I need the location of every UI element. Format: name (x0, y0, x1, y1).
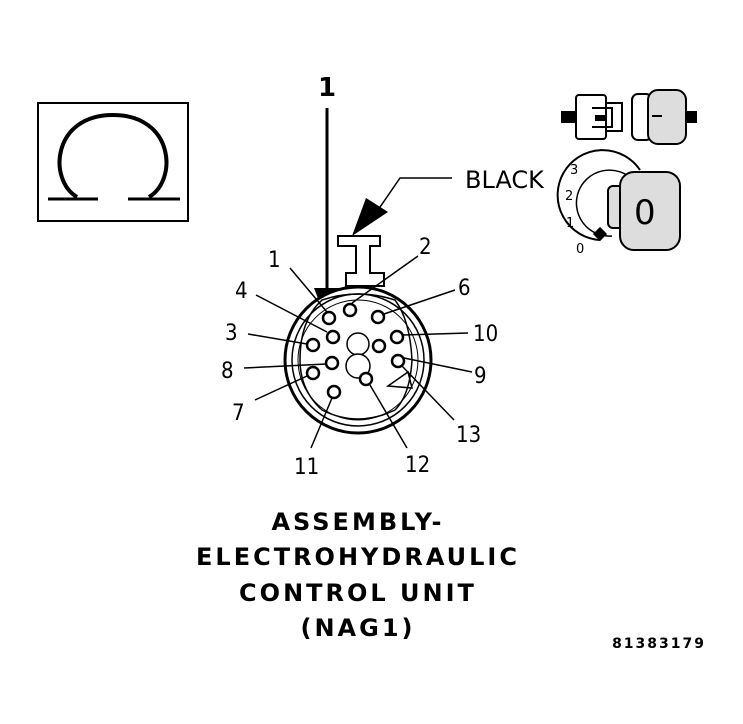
pin-cavity-8 (324, 355, 340, 371)
pin-cavity-1 (321, 310, 337, 326)
pin-labels: 1 2 3 4 6 7 8 9 10 11 12 13 (221, 235, 498, 480)
pin-label-12: 12 (405, 453, 430, 478)
pin-cavity-12 (358, 371, 374, 387)
pin-label-9: 9 (474, 364, 487, 389)
title-line-2: ELECTROHYDRAULIC (196, 543, 520, 571)
title-line-1: ASSEMBLY- (271, 508, 444, 536)
ignition-switch-off-icon: 0 3 2 1 0 (556, 149, 681, 257)
pin-label-1: 1 (268, 248, 281, 273)
connector-color-label: BLACK (465, 166, 545, 194)
pin-cavity-10 (389, 329, 405, 345)
pin-label-7: 7 (232, 401, 245, 426)
pin-cavity-5 (371, 338, 387, 354)
pin-label-11: 11 (294, 455, 319, 480)
ohmmeter-omega-icon (37, 102, 189, 222)
pin-cavity-4 (325, 329, 341, 345)
pin-cavities (305, 302, 406, 400)
ignition-position-0: 0 (576, 242, 584, 257)
ignition-position-1: 1 (566, 216, 574, 231)
pin-label-10: 10 (473, 322, 498, 347)
figure-id: 81383179 (612, 636, 706, 652)
title-line-3: CONTROL UNIT (239, 579, 477, 607)
diagram-title: ASSEMBLY- ELECTROHYDRAULIC CONTROL UNIT … (196, 508, 520, 642)
pin-label-3: 3 (225, 321, 238, 346)
callout-1: 1 (314, 73, 340, 322)
pin-leader-lines (243, 255, 473, 449)
pin-label-13: 13 (456, 423, 481, 448)
pin-cavity-6 (370, 309, 386, 325)
ignition-position-3: 3 (570, 163, 578, 178)
pin-cavity-2 (342, 302, 358, 318)
pin-label-8: 8 (221, 359, 234, 384)
pin-cavity-11 (326, 384, 342, 400)
pin-label-6: 6 (458, 276, 471, 301)
callout-1-label: 1 (318, 73, 336, 103)
ignition-position-2: 2 (565, 189, 573, 204)
pin-label-2: 2 (419, 235, 432, 260)
pin-cavity-9 (390, 353, 406, 369)
key-position-mark: 0 (634, 193, 656, 233)
connector-face (283, 235, 433, 435)
title-line-4: (NAG1) (301, 614, 416, 642)
disconnected-connector-icon (561, 89, 697, 145)
black-callout: BLACK (352, 166, 545, 236)
pin-cavity-7 (305, 365, 321, 381)
pin-cavity-3 (305, 337, 321, 353)
pin-label-4: 4 (235, 279, 248, 304)
